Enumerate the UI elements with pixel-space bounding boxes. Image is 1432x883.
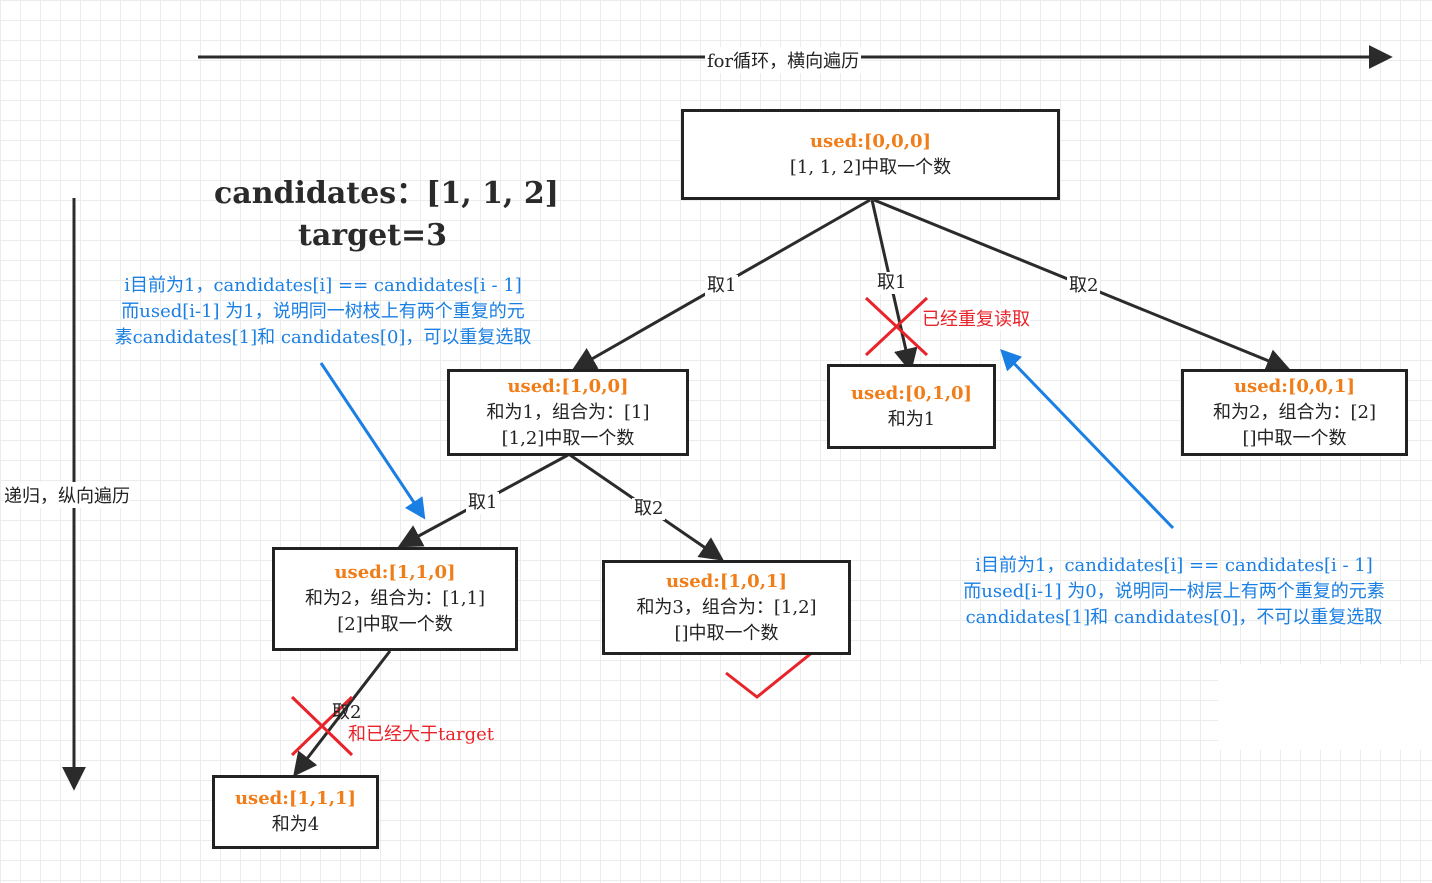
cross-mark-exceeds bbox=[290, 695, 354, 757]
edge-label-n110-n111: 取2 bbox=[332, 702, 362, 723]
vertical-axis-label: 递归，纵向遍历 bbox=[4, 482, 130, 508]
node-line: 和为2，组合为：[1,1] bbox=[304, 588, 486, 609]
node-used-state: used:[1,0,1] bbox=[665, 570, 788, 592]
edge-label-n100-n101: 取2 bbox=[632, 498, 666, 520]
node-used-state: used:[1,1,0] bbox=[334, 562, 456, 583]
node-line: 和为1 bbox=[887, 408, 936, 430]
right-note-line: 而used[i-1] 为0，说明同一树层上有两个重复的元素 bbox=[963, 581, 1385, 602]
edge-label-root-n010: 取1 bbox=[875, 272, 909, 294]
node-used-state: used:[1,0,0] bbox=[507, 375, 629, 397]
cross-mark-duplicate bbox=[864, 296, 929, 357]
node-line: [1,2]中取一个数 bbox=[501, 427, 635, 449]
node-root: used:[0,0,0] [1, 1, 2]中取一个数 bbox=[681, 109, 1060, 200]
node-used-010: used:[0,1,0] 和为1 bbox=[827, 364, 996, 449]
right-note: i目前为1，candidates[i] == candidates[i - 1]… bbox=[932, 553, 1416, 631]
node-line: 和为4 bbox=[271, 814, 320, 835]
sum-exceeds-note: 和已经大于target bbox=[348, 724, 494, 745]
node-used-111: used:[1,1,1] 和为4 bbox=[212, 775, 379, 849]
right-note-pointer-arrow bbox=[1000, 348, 1175, 530]
left-note-pointer-arrow bbox=[319, 362, 426, 520]
left-note-line: 而used[i-1] 为1，说明同一树枝上有两个重复的元 bbox=[121, 301, 525, 322]
node-used-100: used:[1,0,0] 和为1，组合为：[1] [1,2]中取一个数 bbox=[447, 369, 689, 456]
left-note-line: 素candidates[1]和 candidates[0]，可以重复选取 bbox=[114, 327, 532, 348]
node-used-001: used:[0,0,1] 和为2，组合为：[2] []中取一个数 bbox=[1181, 369, 1408, 456]
node-line: [1, 1, 2]中取一个数 bbox=[789, 156, 952, 178]
edge-label-root-n001: 取2 bbox=[1067, 275, 1101, 297]
node-used-state: used:[0,0,1] bbox=[1233, 375, 1356, 397]
node-used-101: used:[1,0,1] 和为3，组合为：[1,2] []中取一个数 bbox=[602, 560, 851, 655]
node-used-110: used:[1,1,0] 和为2，组合为：[1,1] [2]中取一个数 bbox=[272, 547, 518, 651]
left-note-line: i目前为1，candidates[i] == candidates[i - 1] bbox=[124, 275, 522, 296]
edge-n110-to-n111 bbox=[293, 650, 392, 777]
node-line: []中取一个数 bbox=[674, 622, 779, 644]
blank-region bbox=[1218, 664, 1432, 750]
edge-label-root-n100: 取1 bbox=[705, 275, 739, 297]
node-line: []中取一个数 bbox=[1242, 427, 1347, 449]
left-note: i目前为1，candidates[i] == candidates[i - 1]… bbox=[92, 273, 554, 351]
candidates-title: candidates：[1, 1, 2] bbox=[214, 176, 559, 211]
horizontal-axis-label: for循环，横向遍历 bbox=[705, 47, 862, 73]
check-mark-valid bbox=[725, 633, 835, 699]
node-used-state: used:[0,0,0] bbox=[809, 130, 932, 152]
node-line: 和为1，组合为：[1] bbox=[486, 401, 650, 423]
node-line: 和为2，组合为：[2] bbox=[1213, 401, 1376, 423]
node-used-state: used:[0,1,0] bbox=[850, 382, 973, 404]
right-note-line: candidates[1]和 candidates[0]，不可以重复选取 bbox=[965, 607, 1383, 628]
node-line: 和为3，组合为：[1,2] bbox=[636, 596, 817, 618]
target-title: target=3 bbox=[298, 218, 448, 253]
already-read-note: 已经重复读取 bbox=[922, 305, 1030, 331]
node-used-state: used:[1,1,1] bbox=[234, 788, 357, 809]
right-note-line: i目前为1，candidates[i] == candidates[i - 1] bbox=[975, 555, 1373, 576]
edge-label-n100-n110: 取1 bbox=[466, 492, 500, 514]
node-line: [2]中取一个数 bbox=[337, 614, 453, 635]
